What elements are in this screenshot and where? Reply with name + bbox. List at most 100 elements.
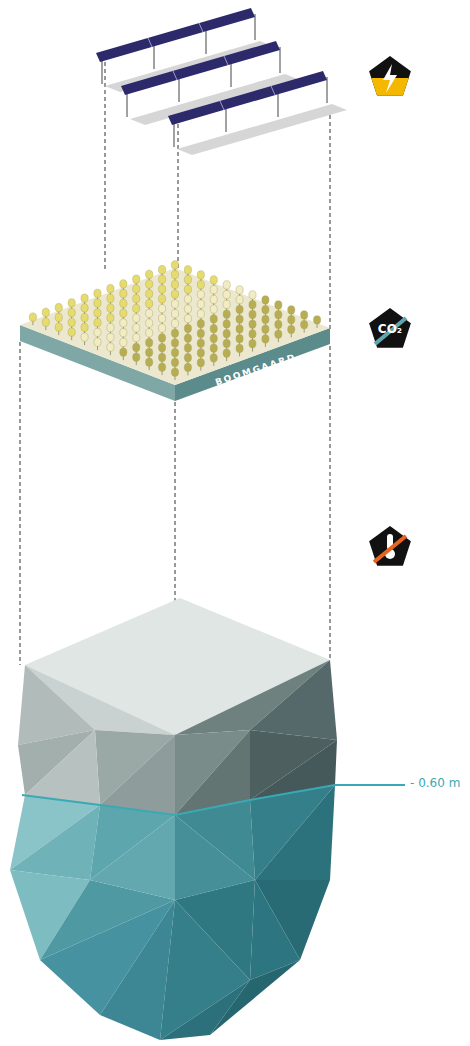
tree-crown (223, 290, 230, 298)
tree-crown (262, 305, 269, 313)
tree-crown (120, 309, 127, 317)
tree-crown (146, 299, 153, 307)
tree-crown (249, 320, 256, 328)
tree-crown (94, 318, 101, 326)
tree-crown (146, 338, 153, 346)
tree-crown (107, 314, 114, 322)
tree-crown (197, 349, 204, 357)
tree-crown (68, 328, 75, 336)
tree-crown (146, 290, 153, 298)
depth-dimension: - 0.60 m (410, 777, 460, 789)
tree-crown (171, 261, 178, 269)
tree-crown (236, 315, 243, 323)
tree-crown (171, 329, 178, 337)
tree-crown (55, 323, 62, 331)
co2-icon: CO₂ (368, 307, 412, 351)
tree-crown (120, 289, 127, 297)
tree-crown (81, 323, 88, 331)
tree-crown (184, 344, 191, 352)
tree-crown (223, 300, 230, 308)
tree-crown (55, 313, 62, 321)
tree-crown (158, 265, 165, 273)
tree-crown (236, 305, 243, 313)
tree-crown (197, 339, 204, 347)
tree-crown (197, 310, 204, 318)
tree-crown (301, 311, 308, 319)
water-level-line (22, 785, 405, 815)
tree-crown (158, 353, 165, 361)
tree-crown (210, 344, 217, 352)
tree-crown (210, 315, 217, 323)
tree-crown (184, 275, 191, 283)
tree-crown (313, 316, 320, 324)
tree-crown (81, 304, 88, 312)
tree-crown (184, 305, 191, 313)
soil-block (10, 598, 405, 1040)
tree-crown (94, 289, 101, 297)
tree-crown (249, 330, 256, 338)
tree-crown (107, 343, 114, 351)
tree-crown (133, 294, 140, 302)
tree-crown (171, 270, 178, 278)
tree-crown (288, 306, 295, 314)
tree-crown (223, 349, 230, 357)
tree-crown (210, 324, 217, 332)
tree-crown (210, 276, 217, 284)
tree-crown (262, 296, 269, 304)
tree-crown (275, 301, 282, 309)
leader-lines (20, 62, 330, 735)
tree-crown (158, 324, 165, 332)
tree-crown (249, 291, 256, 299)
tree-crown (236, 295, 243, 303)
tree-crown (197, 280, 204, 288)
tree-crown (197, 358, 204, 366)
tree-crown (29, 313, 36, 321)
tree-crown (81, 294, 88, 302)
tree-crown (133, 324, 140, 332)
tree-crown (249, 310, 256, 318)
tree-crown (146, 280, 153, 288)
tree-crown (210, 354, 217, 362)
tree-crown (236, 344, 243, 352)
tree-crown (68, 299, 75, 307)
tree-crown (94, 299, 101, 307)
tree-crown (68, 308, 75, 316)
tree-crown (42, 308, 49, 316)
tree-crown (68, 318, 75, 326)
tree-crown (55, 303, 62, 311)
tree-crown (171, 280, 178, 288)
tree-crown (301, 320, 308, 328)
tree-crown (275, 310, 282, 318)
tree-crown (197, 300, 204, 308)
tree-crown (120, 299, 127, 307)
tree-crown (275, 320, 282, 328)
tree-crown (107, 323, 114, 331)
tree-crown (171, 319, 178, 327)
tree-crown (210, 305, 217, 313)
tree-crown (158, 285, 165, 293)
energy-icon (365, 56, 415, 100)
tree-crown (184, 334, 191, 342)
temperature-icon (369, 526, 411, 566)
tree-crown (288, 325, 295, 333)
tree-crown (223, 320, 230, 328)
tree-crown (133, 343, 140, 351)
tree-crown (94, 328, 101, 336)
tree-crown (184, 266, 191, 274)
tree-crown (184, 314, 191, 322)
tree-crown (107, 304, 114, 312)
tree-crown (236, 325, 243, 333)
tree-crown (197, 290, 204, 298)
tree-crown (184, 324, 191, 332)
solar-panels (96, 8, 347, 155)
tree-crown (158, 314, 165, 322)
tree-crown (210, 285, 217, 293)
tree-crown (81, 313, 88, 321)
tree-crown (171, 368, 178, 376)
tree-crown (262, 315, 269, 323)
tree-crown (236, 334, 243, 342)
tree-crown (120, 319, 127, 327)
tree-crown (184, 295, 191, 303)
tree-crown (184, 353, 191, 361)
